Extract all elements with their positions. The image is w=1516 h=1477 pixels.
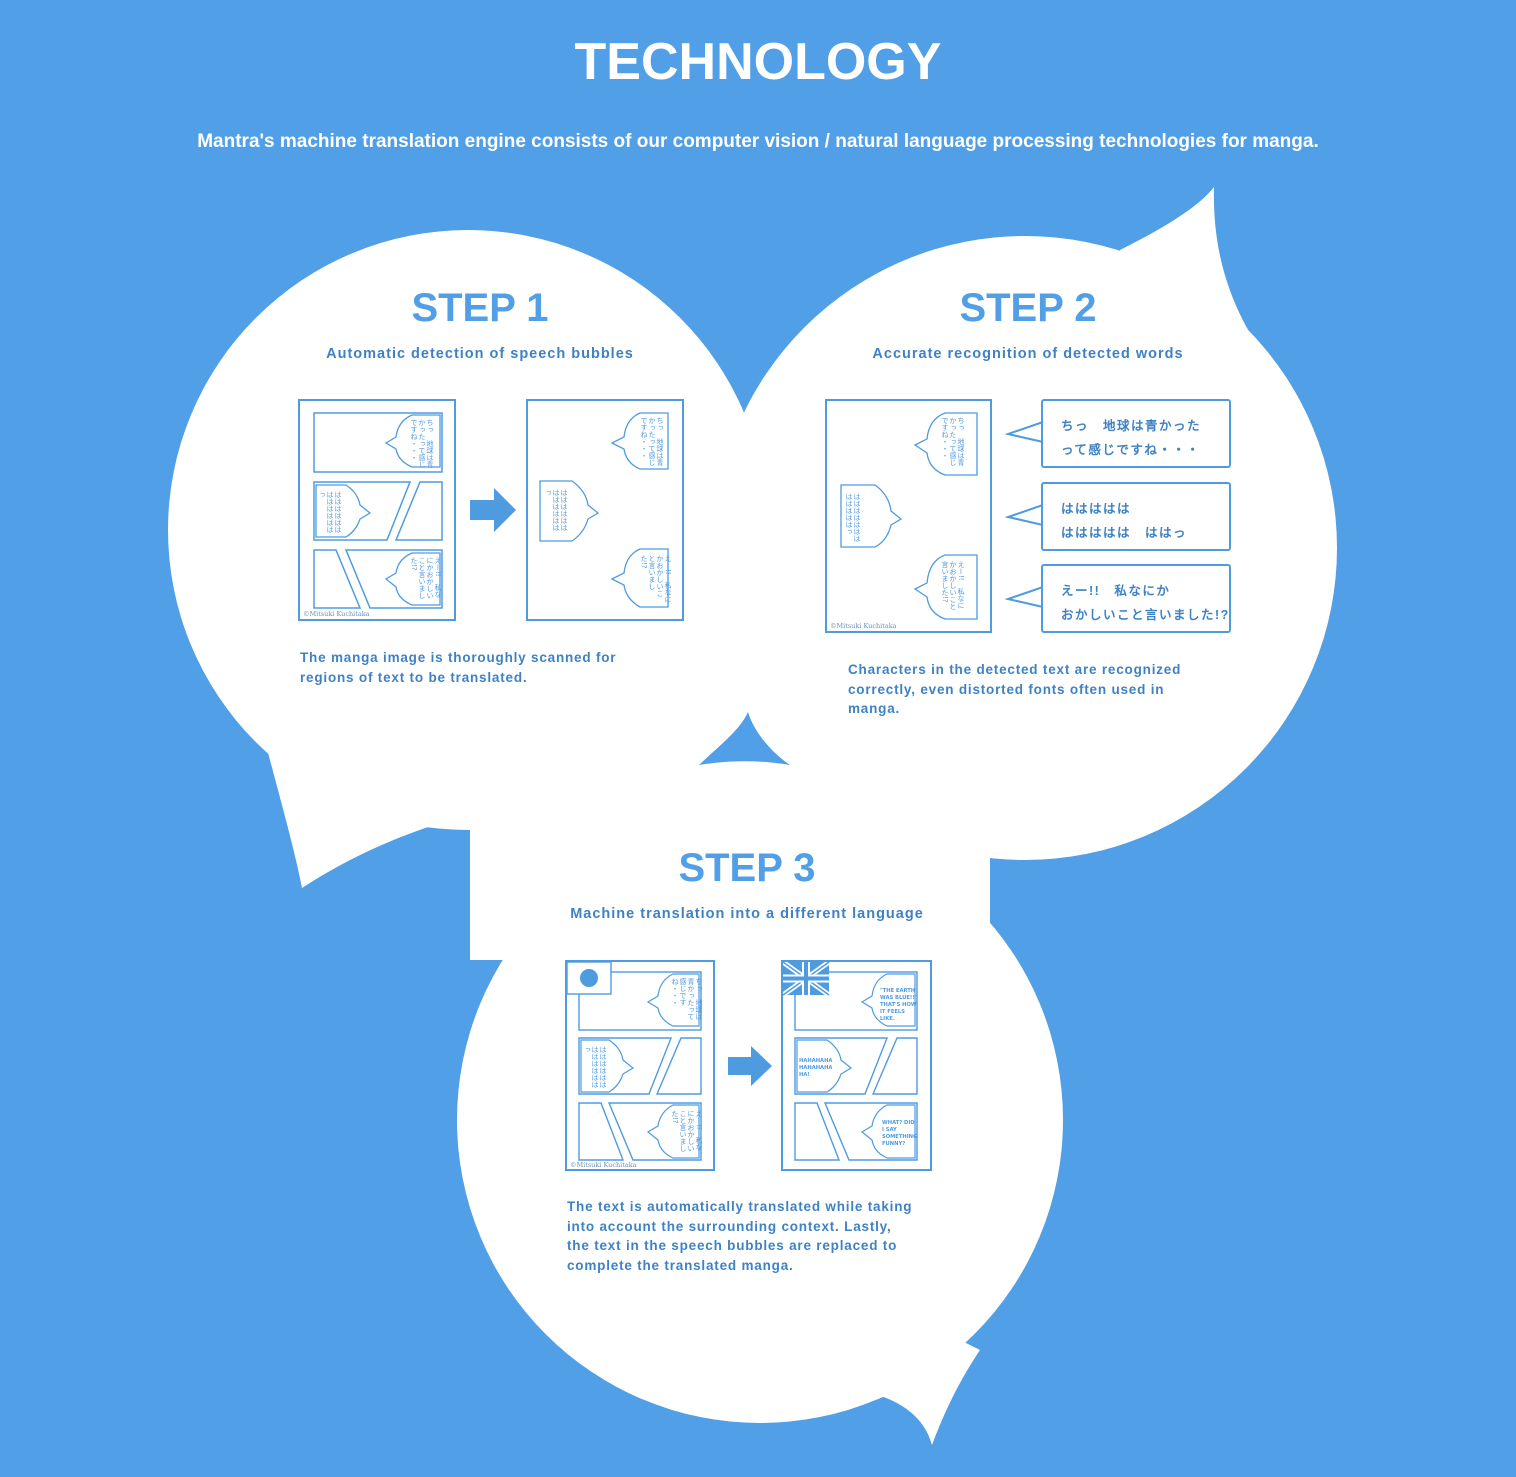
manga-page-english: "THE EARTH WAS BLUE!!" THAT'S HOW IT FEE… — [781, 960, 932, 1171]
page-subtitle: Mantra's machine translation engine cons… — [197, 131, 1319, 152]
bubble-text-jp-2: ははははははははははははっ — [318, 491, 342, 533]
recognized-line-2: ははははは ははっ — [1061, 526, 1188, 540]
recognized-line-1: ははははは — [1061, 502, 1132, 516]
bubble-text-en-2: HAHAHAHA HAHAHAHA HA! — [799, 1058, 833, 1078]
manga-credit: ©Mitsuki Kuchitaka — [570, 1161, 637, 1169]
bubble-text-jp-1: ちっ 地球は青かったって感じですね・・・ — [640, 417, 664, 466]
step-1-description: The manga image is thoroughly scanned fo… — [300, 650, 617, 685]
manga-panels — [313, 412, 443, 609]
recognized-line-2: って感じですね・・・ — [1061, 443, 1201, 457]
manga-page-original: ちっ 地球は青かったって感じですね・・・ ははははははははははははっ えー!! … — [298, 399, 456, 621]
step-2-heading: STEP 2 — [959, 286, 1097, 330]
detected-bubbles — [539, 412, 669, 608]
bubble-text-jp-2: ははははははははははははっ — [583, 1046, 607, 1088]
bubble-text-jp-3: えー!! 私なにかおかしいこと言いました!? — [640, 555, 672, 603]
callout-tail — [1005, 586, 1044, 608]
manga-page-detected: ちっ 地球は青かったって感じですね・・・ ははははははははははははっ えー!! … — [526, 399, 684, 621]
bubble-text-jp-2: ははははははははははははっ — [845, 493, 861, 542]
callout-tail — [1005, 421, 1044, 443]
step-3-heading: STEP 3 — [678, 846, 816, 890]
recognized-bubbles — [840, 412, 978, 620]
bubble-text-jp-3: えー!! 私なにかおかしいこと言いました!? — [671, 1110, 703, 1152]
step-1-heading: STEP 1 — [411, 286, 549, 330]
bubble-text-en-1: "THE EARTH WAS BLUE!!" THAT'S HOW IT FEE… — [880, 988, 918, 1022]
step-2-subheading: Accurate recognition of detected words — [872, 346, 1184, 362]
japan-flag-icon — [567, 962, 612, 995]
bubble-text-jp-1: ちっ 地球は青かったって感じですね・・・ — [410, 419, 434, 468]
page-title: TECHNOLOGY — [574, 33, 942, 91]
right-arrow-icon — [470, 488, 516, 532]
bubble-text-jp-1: ちっ 地球は青かったって感じですね・・・ — [671, 978, 703, 1020]
recognized-line-2: おかしいこと言いました!? — [1061, 608, 1230, 622]
step-3-description: The text is automatically translated whi… — [567, 1199, 913, 1273]
manga-panels — [567, 962, 702, 1161]
bubble-text-jp-2: ははははははははははははっ — [544, 489, 568, 531]
recognized-line-1: ちっ 地球は青かった — [1061, 419, 1202, 433]
manga-credit: ©Mitsuki Kuchitaka — [830, 622, 897, 630]
bubble-text-jp-3: えー!! 私なにかおかしいこと言いました!? — [410, 557, 442, 599]
manga-credit: ©Mitsuki Kuchitaka — [303, 610, 370, 618]
step-3-subheading: Machine translation into a different lan… — [570, 906, 924, 922]
step-2-description: Characters in the detected text are reco… — [848, 662, 1182, 716]
step-1-subheading: Automatic detection of speech bubbles — [326, 346, 634, 362]
recognized-line-1: えー!! 私なにか — [1061, 584, 1171, 598]
manga-page-japanese: ちっ 地球は青かったって感じですね・・・ ははははははははははははっ えー!! … — [565, 960, 715, 1171]
manga-page-recognized: ちっ 地球は青かったって感じですね・・・ ははははははははははははっ えー!! … — [825, 399, 992, 633]
bubble-text-jp-3: えー!! 私なにかおかしいこと言いました!? — [941, 561, 965, 610]
bubble-text-jp-1: ちっ 地球は青かったって感じですね・・・ — [941, 417, 965, 466]
uk-flag-icon — [783, 962, 831, 998]
right-arrow-icon — [728, 1046, 772, 1086]
callout-tail — [1005, 504, 1044, 526]
manga-panels — [783, 962, 918, 1161]
bubble-text-en-3: WHAT? DID I SAY SOMETHING FUNNY? — [882, 1120, 918, 1147]
